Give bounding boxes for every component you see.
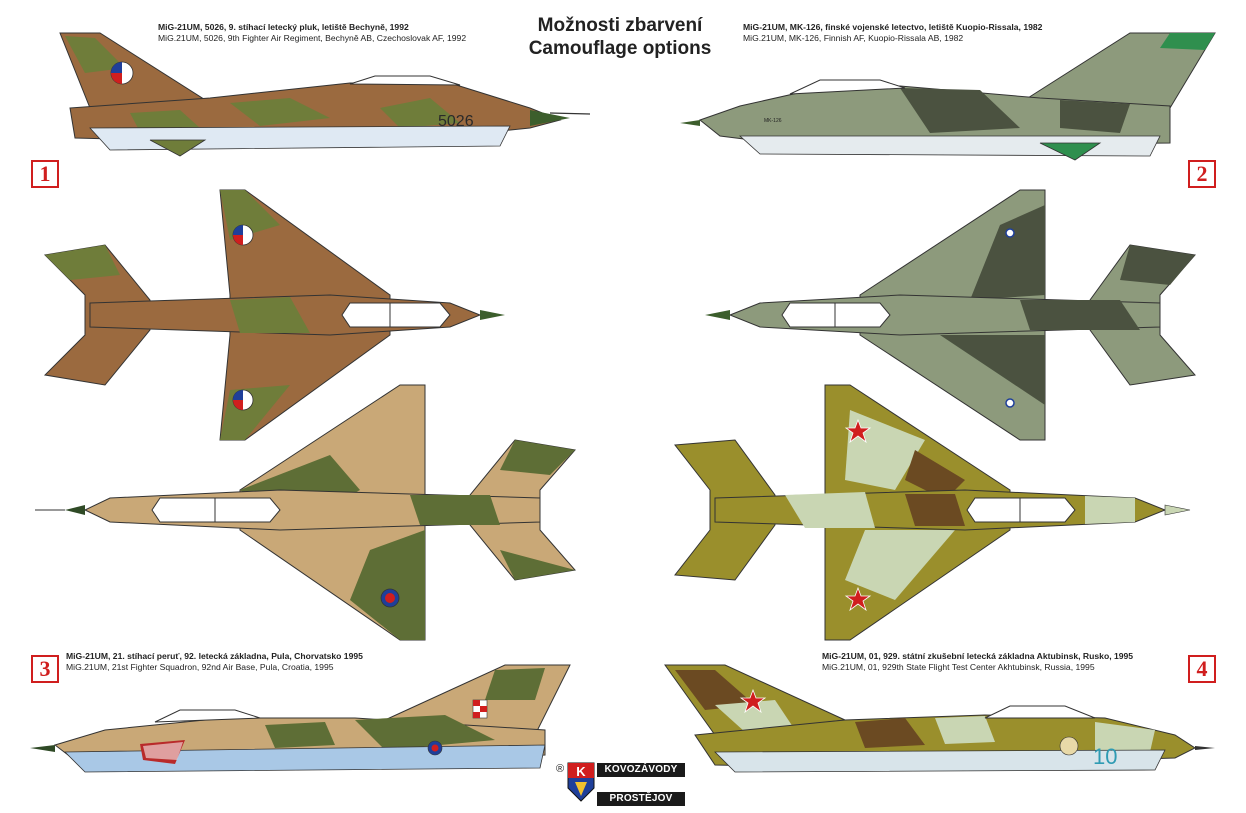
aircraft-4-serial: 10: [1093, 744, 1117, 769]
aircraft-4-top-view: [674, 384, 1191, 641]
logo-letter: K: [576, 764, 586, 779]
kovozavody-logo: ® K KOVOZÁVODY PROSTĚJOV: [554, 762, 690, 810]
registered-mark: ®: [556, 763, 565, 775]
aircraft-3-side-view: [30, 664, 571, 773]
aircraft-2-serial: MK-126: [764, 118, 782, 124]
aircraft-1-serial: 5026: [438, 113, 474, 130]
title-english: Camouflage options: [528, 38, 712, 59]
caption-3-czech: MiG-21UM, 21. stíhací peruť, 92. letecká…: [66, 651, 363, 661]
caption-4-czech: MiG-21UM, 01, 929. státní zkušební letec…: [822, 651, 1134, 661]
aircraft-3-top-view: [35, 384, 576, 641]
page-title: Možnosti zbarvení Camouflage options: [465, 14, 775, 60]
scheme-number-1: 1: [31, 160, 59, 188]
caption-2-english: MiG.21UM, MK-126, Finnish AF, Kuopio-Ris…: [743, 33, 964, 43]
caption-scheme-2: MiG-21UM, MK-126, finské vojenské letect…: [743, 22, 1042, 44]
caption-4-english: MiG.21UM, 01, 929th State Flight Test Ce…: [822, 662, 1095, 672]
caption-1-english: MiG.21UM, 5026, 9th Fighter Air Regiment…: [158, 33, 467, 43]
scheme-number-3: 3: [31, 655, 59, 683]
logo-top-text: KOVOZÁVODY: [597, 763, 685, 777]
aircraft-4-side-view: 10: [664, 664, 1215, 773]
caption-2-czech: MiG-21UM, MK-126, finské vojenské letect…: [743, 22, 1043, 32]
scheme-number-2: 2: [1188, 160, 1216, 188]
caption-scheme-1: MiG-21UM, 5026, 9. stíhací letecký pluk,…: [158, 22, 466, 44]
kp-shield-icon: K: [567, 762, 595, 802]
aircraft-1-top-view: [43, 189, 505, 441]
caption-3-english: MiG.21UM, 21st Fighter Squadron, 92nd Ai…: [66, 662, 334, 672]
caption-1-czech: MiG-21UM, 5026, 9. stíhací letecký pluk,…: [158, 22, 409, 32]
scheme-number-4: 4: [1188, 655, 1216, 683]
title-czech: Možnosti zbarvení: [537, 15, 703, 36]
logo-bottom-text: PROSTĚJOV: [597, 792, 685, 806]
aircraft-2-top-view: [705, 189, 1196, 441]
aircraft-1-side-view: 5026: [59, 32, 590, 157]
aircraft-2-side-view: MK-126: [680, 32, 1216, 161]
caption-scheme-4: MiG-21UM, 01, 929. státní zkušební letec…: [822, 651, 1133, 673]
caption-scheme-3: MiG-21UM, 21. stíhací peruť, 92. letecká…: [66, 651, 363, 673]
